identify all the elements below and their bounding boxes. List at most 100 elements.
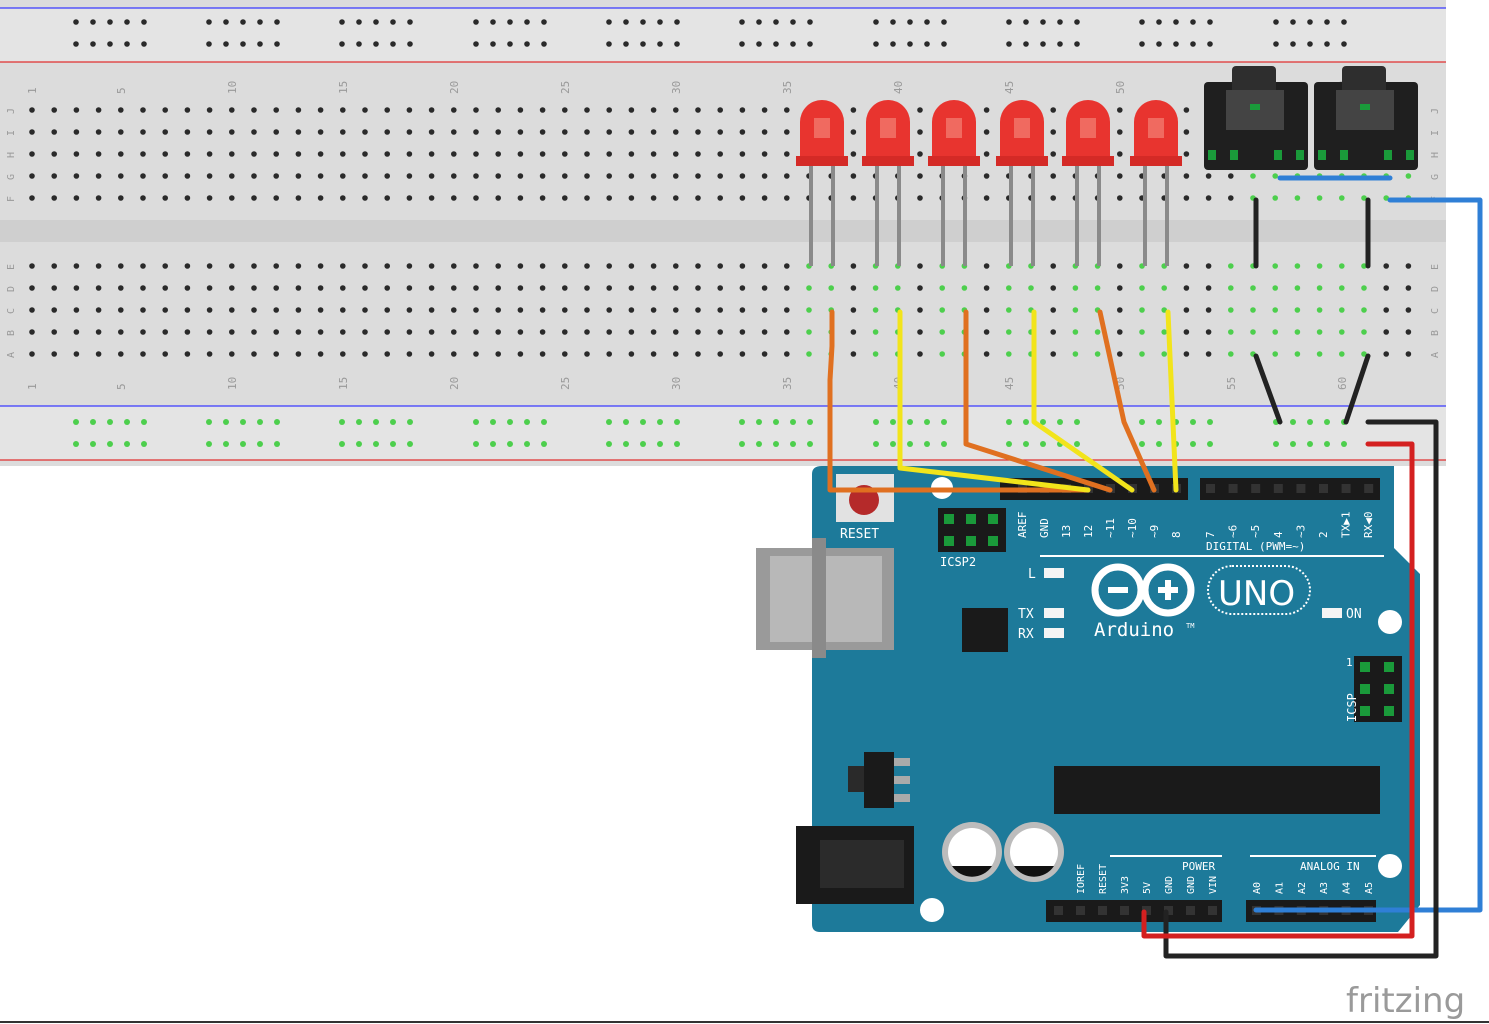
breadboard-hole	[1383, 307, 1389, 313]
header-socket[interactable]	[1186, 906, 1195, 915]
rail-hole	[1057, 419, 1063, 425]
breadboard-hole	[917, 351, 923, 357]
header-socket[interactable]	[1054, 906, 1063, 915]
wire-black-jack1-gnd[interactable]	[1253, 353, 1283, 425]
breadboard-hole	[1072, 307, 1079, 313]
breadboard-hole	[273, 129, 280, 135]
rail-hole	[739, 19, 745, 25]
wire-orange-led1[interactable]	[827, 309, 1091, 493]
led-3[interactable]	[928, 100, 980, 266]
usb-connector[interactable]	[756, 538, 894, 658]
breadboard-hole	[1316, 351, 1323, 357]
digital-pin-label: AREF	[1016, 512, 1029, 539]
rail-hole	[274, 19, 280, 25]
wire-yellow-led4[interactable]	[1031, 309, 1135, 493]
header-socket[interactable]	[1164, 906, 1173, 915]
reset-button[interactable]	[836, 474, 894, 522]
audio-jack-1[interactable]	[1204, 66, 1308, 170]
header-socket[interactable]	[1364, 484, 1374, 493]
power-pin-label: RESET	[1098, 864, 1109, 894]
wire-orange-led3[interactable]	[963, 309, 1113, 493]
breadboard-hole	[1161, 351, 1167, 357]
header-socket[interactable]	[1228, 484, 1238, 493]
header-socket[interactable]	[1120, 906, 1129, 915]
breadboard-hole	[650, 129, 657, 135]
breadboard-hole	[673, 263, 679, 269]
breadboard-hole	[539, 307, 546, 313]
header-socket[interactable]	[1319, 484, 1328, 493]
wire-yellow-led2[interactable]	[897, 309, 1091, 493]
led-1[interactable]	[796, 100, 848, 266]
breadboard-hole	[850, 263, 857, 269]
rail-hole	[1190, 441, 1196, 447]
digital-pin-label: ~5	[1249, 525, 1262, 538]
led-4[interactable]	[996, 100, 1048, 266]
breadboard-hole	[917, 195, 923, 201]
header-socket[interactable]	[1076, 906, 1085, 915]
column-number: 25	[559, 377, 572, 390]
wire-black-jack2-gnd[interactable]	[1343, 353, 1371, 425]
breadboard-hole	[51, 107, 57, 113]
breadboard-hole	[584, 307, 590, 313]
rail-hole	[606, 41, 612, 47]
row-letter: C	[1430, 308, 1441, 314]
header-socket[interactable]	[1142, 906, 1151, 915]
header-socket[interactable]	[1341, 484, 1351, 493]
audio-jack-2[interactable]	[1314, 66, 1418, 170]
header-socket[interactable]	[1273, 484, 1283, 493]
digital-pin-label: ~10	[1126, 518, 1139, 538]
breadboard-hole	[1228, 351, 1234, 357]
breadboard-hole	[517, 107, 524, 113]
breadboard-hole	[606, 329, 612, 335]
led-rim	[1130, 156, 1182, 166]
rail-hole	[1307, 441, 1313, 447]
header-socket[interactable]	[1208, 906, 1217, 915]
rail-hole	[107, 419, 113, 425]
breadboard-hole	[162, 307, 168, 313]
column-number: 15	[337, 81, 350, 94]
breadboard-hole	[1294, 285, 1301, 291]
led-2[interactable]	[862, 100, 914, 266]
header-socket[interactable]	[1206, 484, 1215, 493]
breadboard-hole	[695, 129, 701, 135]
rail-hole	[1207, 19, 1213, 25]
rail-hole	[206, 419, 212, 425]
header-socket[interactable]	[1296, 484, 1306, 493]
voltage-regulator	[848, 752, 910, 808]
breadboard-hole	[1250, 285, 1256, 291]
breadboard-hole	[317, 263, 324, 269]
breadboard-hole	[95, 351, 102, 357]
breadboard-hole	[1139, 307, 1145, 313]
breadboard-hole	[184, 107, 191, 113]
wire-red-5v[interactable]	[1141, 441, 1415, 939]
breadboard-hole	[184, 151, 191, 157]
breadboard-hole	[761, 151, 768, 157]
breadboard-hole	[1050, 285, 1056, 291]
breadboard-hole	[495, 285, 502, 291]
header-socket[interactable]	[1098, 906, 1107, 915]
header-socket[interactable]	[1251, 484, 1261, 493]
rail-hole	[223, 419, 229, 425]
breadboard-hole	[606, 107, 612, 113]
rail-hole	[1040, 441, 1046, 447]
breadboard-hole	[473, 351, 479, 357]
breadboard-hole	[406, 329, 413, 335]
capacitor-2	[1004, 822, 1064, 882]
breadboard-hole	[1272, 195, 1278, 201]
led-5[interactable]	[1062, 100, 1114, 266]
wire-orange-led5[interactable]	[1097, 309, 1157, 493]
rail-hole	[657, 41, 663, 47]
wire-yellow-led6[interactable]	[1165, 309, 1179, 493]
rail-hole	[390, 19, 396, 25]
led-6[interactable]	[1130, 100, 1182, 266]
power-jack[interactable]	[796, 826, 914, 904]
breadboard-hole	[495, 329, 502, 335]
l-label: L	[1028, 567, 1036, 582]
breadboard-hole	[850, 195, 857, 201]
breadboard-hole	[406, 107, 413, 113]
wire-black-gnd[interactable]	[1163, 419, 1439, 959]
wire-blue-a0[interactable]	[1253, 197, 1483, 913]
breadboard-hole	[406, 263, 413, 269]
breadboard-hole	[140, 173, 146, 179]
